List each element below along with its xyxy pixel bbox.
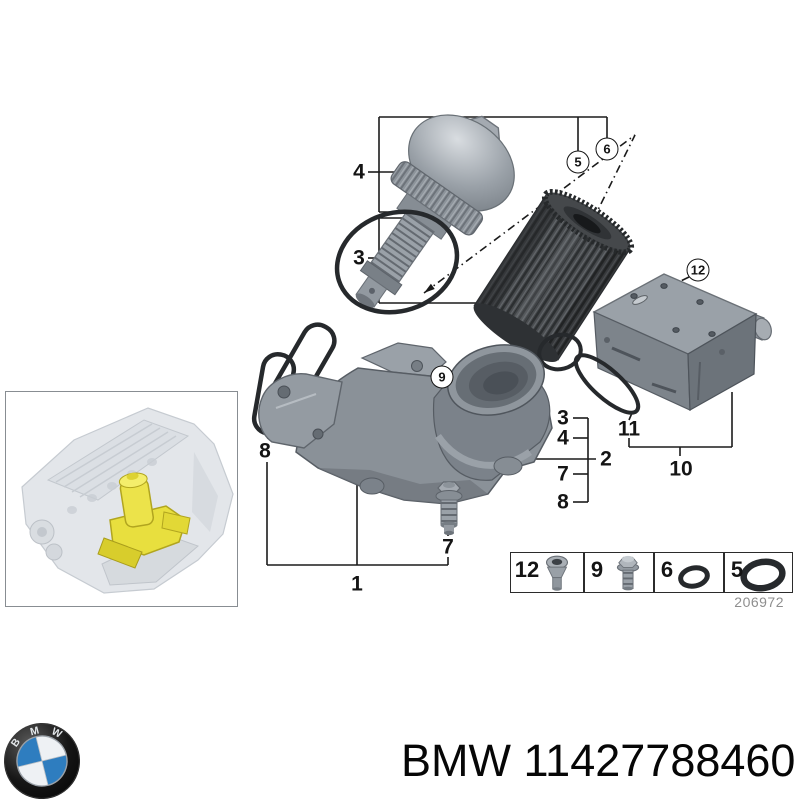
cap-o-ring-drawing [334, 209, 460, 315]
callout-circle-6: 6 [595, 137, 619, 161]
legend-divider [583, 553, 585, 592]
housing-bolt-9 [411, 360, 423, 372]
callout-11: 11 [617, 417, 641, 441]
o-ring-large-icon [740, 558, 786, 592]
drawing-number: 206972 [734, 594, 784, 610]
legend-divider [723, 553, 725, 592]
callout-7: 7 [442, 535, 454, 559]
part-number-title: BMW 11427788460 [401, 738, 795, 783]
callout-8-stack: 8 [557, 490, 569, 514]
callout-2: 2 [600, 447, 612, 471]
part-number: 11427788460 [523, 735, 796, 786]
legend-divider [653, 553, 655, 592]
brand-name: BMW [401, 735, 511, 786]
callout-3: 3 [353, 246, 365, 270]
leader-arrowhead [424, 283, 435, 293]
bmw-roundel-icon: B M W [4, 723, 80, 799]
logo-letter-w: W [50, 726, 64, 741]
hardware-legend-box [510, 552, 793, 593]
callout-circle-12: 12 [686, 258, 710, 282]
callout-4-stack: 4 [557, 426, 569, 450]
drain-plug-drawing [435, 481, 463, 536]
callout-7-stack: 7 [557, 462, 569, 486]
logo-letter-m: M [29, 724, 41, 738]
countersunk-screw-icon [545, 555, 569, 591]
engine-location-thumbnail [5, 391, 238, 607]
callout-circle-9: 9 [430, 365, 454, 389]
callout-4: 4 [353, 160, 365, 184]
engine-thumbnail-drawing [21, 407, 234, 594]
oil-filter-housing-drawing [258, 342, 553, 505]
callout-3-stack: 3 [557, 406, 569, 430]
oil-cooler-drawing [592, 273, 772, 412]
callout-8: 8 [259, 439, 271, 463]
legend-number-5: 5 [730, 557, 744, 582]
oil-filter-cartridge-drawing [473, 189, 635, 363]
callout-10: 10 [669, 457, 693, 481]
highlighted-oil-filter-housing [97, 472, 191, 569]
filter-cap-and-spindle-drawing [355, 114, 515, 309]
legend-number-9: 9 [590, 557, 604, 582]
oil-cooler-gasket-drawing [537, 332, 641, 415]
legend-number-6: 6 [660, 557, 674, 582]
callout-1: 1 [351, 572, 363, 596]
hex-flange-bolt-icon [616, 555, 640, 591]
legend-number-12: 12 [514, 557, 540, 582]
callout-circle-5: 5 [566, 150, 590, 174]
screw-position-mark [632, 295, 648, 305]
o-ring-small-icon [678, 565, 710, 589]
